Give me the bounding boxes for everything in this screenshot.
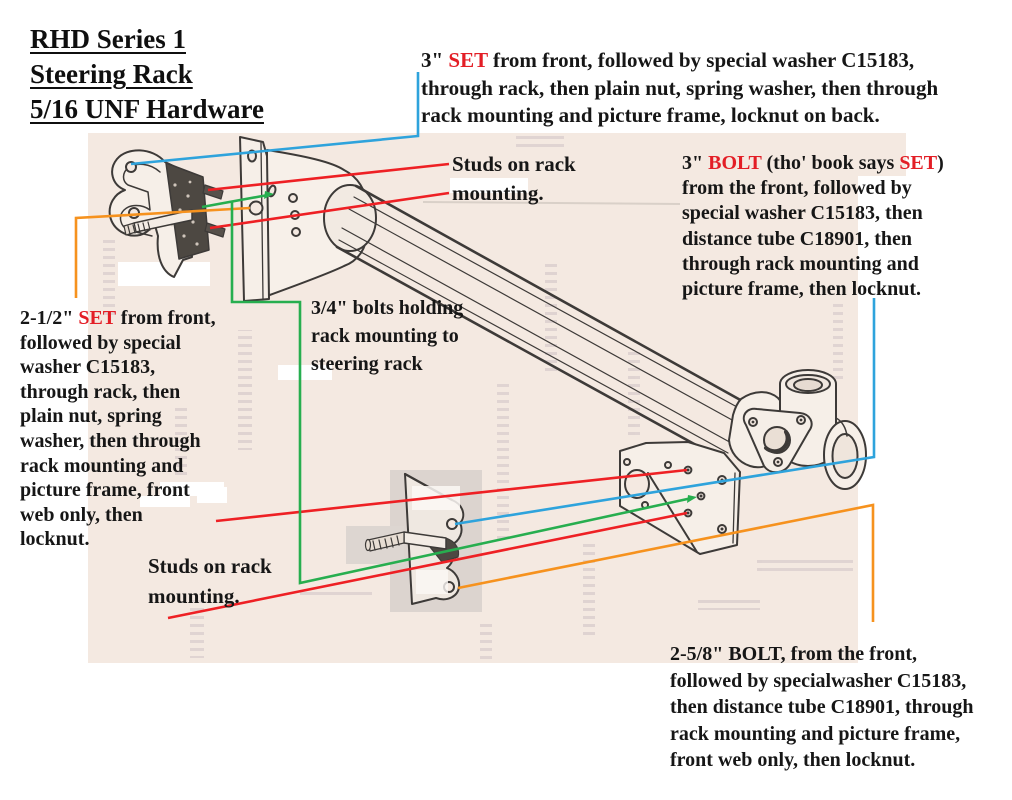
ghost-text-artifact <box>190 600 204 658</box>
text-line: 2-5/8" BOLT, from the front, <box>670 643 918 665</box>
text-line: then distance tube C18901, through <box>670 696 974 718</box>
leader-red-stud-lower-2 <box>167 511 688 620</box>
annotation-3in-bolt: 3" BOLT (tho' book says SET) from the fr… <box>682 151 944 302</box>
text-line: picture frame, then locknut. <box>682 278 922 301</box>
scan-crease-line <box>422 201 681 205</box>
title-line-2: Steering Rack <box>30 59 193 89</box>
label-studs-lower: Studs on rack mounting. <box>148 551 272 611</box>
title-line-3: 5/16 UNF Hardware <box>30 94 264 124</box>
text-line: locknut. <box>20 528 90 551</box>
label-studs-upper: Studs on rack mounting. <box>452 150 576 208</box>
text-line: steering rack <box>311 353 423 375</box>
white-patch <box>36 205 50 217</box>
text-line: rack mounting and picture frame, locknut… <box>421 103 880 127</box>
lower-mounting-plate <box>619 441 741 555</box>
text-line: picture frame, front <box>20 479 190 502</box>
tie-rod-eye-bore <box>831 433 859 479</box>
text-line: Studs on rack <box>148 554 272 578</box>
text-line: followed by special <box>20 331 182 354</box>
label-three-quarter-bolts: 3/4" bolts holding rack mounting to stee… <box>311 294 463 378</box>
rack-tube <box>335 184 749 463</box>
leader-green-bolts-lower <box>230 202 693 585</box>
leader-blue-3in-bolt <box>454 298 876 526</box>
upper-long-stud <box>123 209 193 236</box>
leader-green-bolts-upper <box>201 193 269 209</box>
text-line: Studs on rack <box>452 152 576 176</box>
text-line: from the front, followed by <box>682 177 912 200</box>
white-patch <box>197 487 227 503</box>
highlight-set: SET <box>899 152 938 174</box>
tube-end-cap <box>323 184 377 252</box>
text-line: distance tube C18901, then <box>682 227 913 250</box>
ghost-text-artifact <box>757 556 853 571</box>
ghost-text-artifact <box>175 405 187 475</box>
leader-lines <box>74 72 876 622</box>
highlight-bolt: BOLT <box>708 152 762 174</box>
plate-speckles <box>170 180 199 246</box>
text-line: through rack mounting and <box>682 252 919 275</box>
ghost-text-artifact <box>238 330 252 450</box>
ghost-text-artifact <box>833 300 843 380</box>
text-line: rack mounting and <box>20 454 184 477</box>
lower-long-stud <box>364 531 447 552</box>
pinion-housing <box>728 369 867 490</box>
text-line: through rack, then plain nut, spring was… <box>421 75 939 100</box>
leader-blue-3in-set <box>130 72 420 166</box>
text-line: rack mounting to <box>311 325 459 347</box>
white-patch <box>278 365 332 380</box>
ghost-text-artifact <box>583 540 595 635</box>
text-line: 2-1/2" SET from front, <box>20 307 216 329</box>
ghost-text-artifact <box>480 620 492 662</box>
ghost-text-artifact <box>497 380 509 540</box>
green-arrowhead-upper <box>264 191 274 199</box>
annotation-2-5-8-bolt: 2-5/8" BOLT, from the front, followed by… <box>670 641 974 774</box>
leader-red-stud-upper-2 <box>209 191 450 230</box>
white-patch <box>140 496 190 507</box>
highlight-set: SET <box>78 307 116 329</box>
text-line: 3" BOLT (tho' book says SET) <box>682 152 944 174</box>
ghost-text-artifact <box>628 350 640 435</box>
text-line: followed by specialwasher C15183, <box>670 669 967 692</box>
text-line: front web only, then locknut. <box>670 749 916 771</box>
highlight-set: SET <box>448 48 488 72</box>
annotation-2half-set: 2-1/2" SET from front, followed by speci… <box>20 306 216 552</box>
leader-red-stud-lower-1 <box>215 468 688 523</box>
leader-orange-2-5-8-bolt <box>457 503 875 622</box>
scan-paper-top-right <box>856 133 906 176</box>
green-arrowhead-lower <box>687 495 697 503</box>
text-line: 3" SET from front, followed by special w… <box>421 48 915 72</box>
page-title: RHD Series 1 Steering Rack 5/16 UNF Hard… <box>30 22 264 127</box>
text-line: washer, then through <box>20 429 201 452</box>
leader-orange-2half-set <box>74 206 251 298</box>
leader-red-stud-upper-1 <box>207 162 450 192</box>
ghost-text-artifact <box>103 235 115 320</box>
plate-round-hole <box>248 200 264 216</box>
white-patch <box>450 178 528 193</box>
ghost-text-artifact <box>545 262 557 374</box>
text-line: 3/4" bolts holding <box>311 297 464 319</box>
text-line: mounting. <box>148 584 240 608</box>
text-line: web only, then <box>20 503 143 526</box>
ghost-text-artifact <box>516 136 564 148</box>
ghost-text-artifact <box>698 598 760 610</box>
annotation-3in-set: 3" SET from front, followed by special w… <box>421 47 938 130</box>
text-line: special washer C15183, then <box>682 202 923 225</box>
ghost-text-artifact <box>300 588 372 600</box>
title-line-1: RHD Series 1 <box>30 24 186 54</box>
text-line: plain nut, spring <box>20 405 162 428</box>
text-line: rack mounting and picture frame, <box>670 722 961 745</box>
text-line: through rack, then <box>20 380 181 403</box>
upper-bracket-lower-hole <box>128 207 140 219</box>
upper-mounting-plate <box>239 136 377 302</box>
text-line: washer C15183, <box>20 356 156 379</box>
text-line: mounting. <box>452 181 544 205</box>
